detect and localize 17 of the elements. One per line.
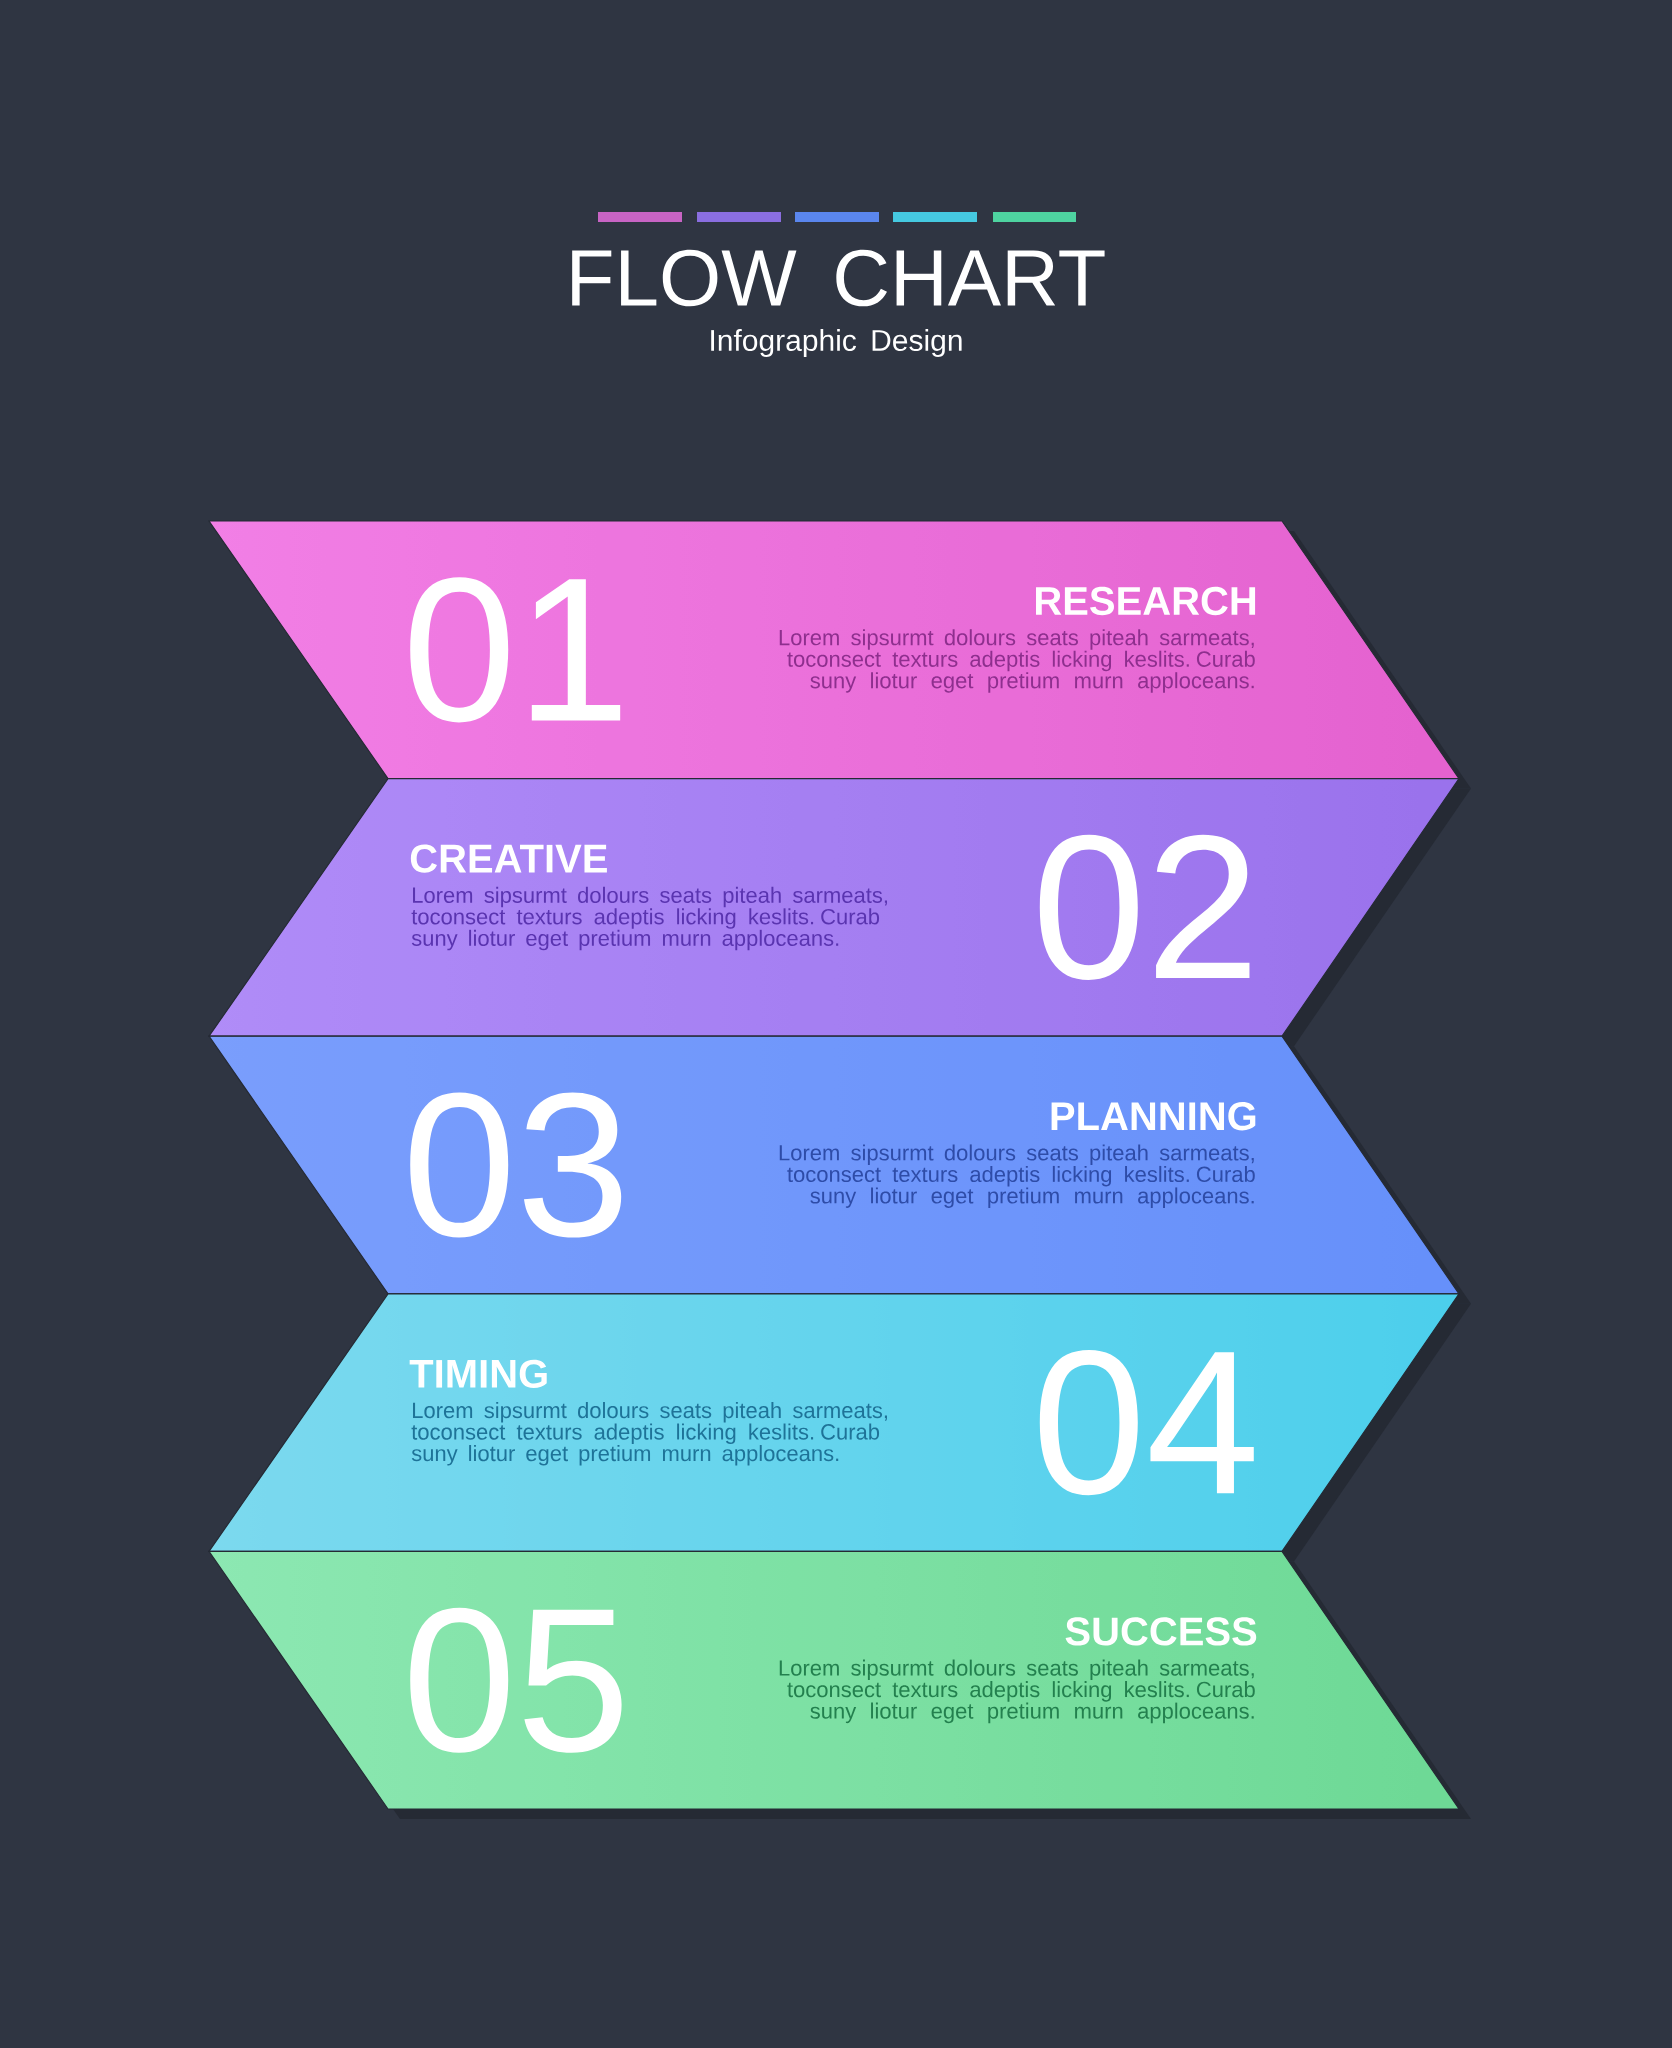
step-description: Lorem sipsurmt dolours seats piteah sarmeats, toconsect texturs adeptis licking keslits. Curab suny liotur eget pretium murn apploceans. — [779, 1144, 1255, 1208]
step-number: 03 — [410, 1092, 622, 1238]
step-heading: RESEARCH — [1036, 586, 1256, 616]
step-number: 05 — [410, 1607, 622, 1753]
title: FLOW CHART — [572, 249, 1105, 307]
step-description: Lorem sipsurmt dolours seats piteah sarmeats, toconsect texturs adeptis licking keslits. Curab suny liotur eget pretium murn apploceans. — [411, 886, 887, 951]
step-description: Lorem sipsurmt dolours seats piteah sarmeats, toconsect texturs adeptis licking keslits. Curab suny liotur eget pretium murn apploceans. — [411, 1402, 887, 1466]
step-heading: PLANNING — [1051, 1102, 1256, 1131]
step-heading: CREATIVE — [410, 844, 607, 873]
step-number: 02 — [1039, 834, 1250, 980]
step-heading: TIMING — [409, 1359, 547, 1388]
step-description: Lorem sipsurmt dolours seats piteah sarmeats, toconsect texturs adeptis licking keslits. Curab suny liotur eget pretium murn apploceans. — [779, 629, 1255, 693]
step-heading: SUCCESS — [1065, 1617, 1257, 1646]
step-number: 01 — [410, 577, 621, 723]
subtitle: Infographic Design — [711, 329, 962, 357]
step-number: 04 — [1039, 1350, 1254, 1496]
step-description: Lorem sipsurmt dolours seats piteah sarmeats, toconsect texturs adeptis licking keslits. Curab suny liotur eget pretium murn apploceans. — [779, 1659, 1255, 1724]
